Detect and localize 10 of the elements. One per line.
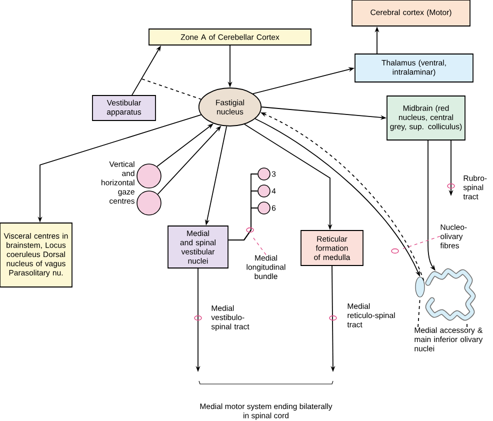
nucleus-ellipse [415,276,425,298]
nucleus-circle [136,190,162,216]
olivary-nucleus-drawing [425,268,476,321]
leader-line [402,236,440,250]
leader-line [142,78,202,100]
nucleus-circle [136,164,162,188]
nucleus-circle [258,202,270,214]
leader-line [252,236,266,256]
nucleus-circle [258,168,270,180]
nucleus-circle [258,184,270,198]
